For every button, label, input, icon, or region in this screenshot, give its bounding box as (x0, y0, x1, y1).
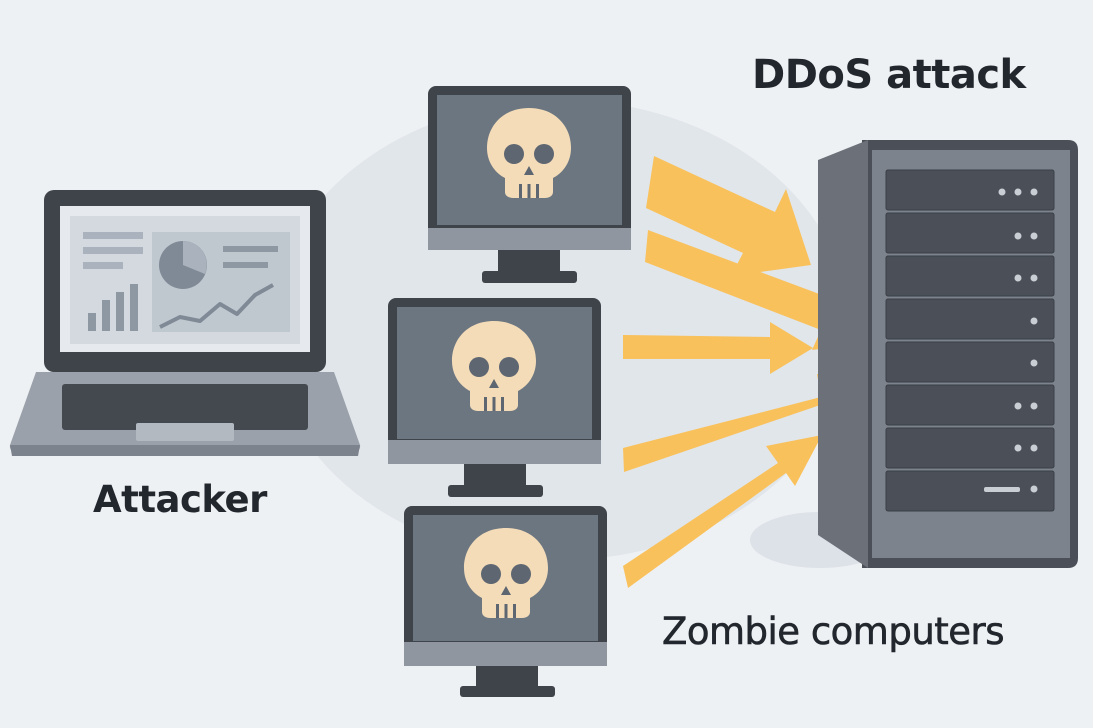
monitor-chin (388, 440, 601, 464)
arrow-icon (623, 322, 813, 374)
monitor-icon (388, 298, 601, 497)
arrow-icon (646, 156, 811, 276)
laptop-icon (9, 190, 361, 456)
touchpad (136, 423, 234, 441)
monitor-stand (448, 485, 543, 497)
server-bay (885, 341, 1055, 383)
bar-chart-icon (130, 284, 138, 331)
text-line (223, 262, 268, 268)
monitor-stand (460, 686, 555, 697)
zombie-computers-label: Zombie computers (662, 610, 1005, 654)
attacker-label: Attacker (93, 478, 267, 521)
server-bay (885, 255, 1055, 297)
server-icon (818, 140, 1078, 568)
monitor-icon (404, 506, 607, 697)
server-bay (885, 470, 1055, 512)
monitor-stand (482, 271, 577, 283)
bar-chart-icon (88, 313, 96, 331)
server-bay (885, 384, 1055, 426)
server-led (1030, 485, 1038, 493)
line-chart-icon (159, 283, 274, 329)
monitor-neck (464, 464, 526, 486)
server-bay (885, 298, 1055, 340)
monitor-neck (476, 666, 538, 688)
laptop-base-edge (10, 445, 360, 456)
monitor-chin (428, 228, 631, 250)
keyboard (62, 384, 308, 430)
arrow-icon (623, 435, 822, 588)
bar-chart-icon (102, 300, 110, 331)
server-bay (885, 169, 1055, 211)
monitor-neck (498, 250, 560, 272)
pie-slice (183, 241, 207, 274)
bar-chart-icon (116, 292, 124, 331)
diagram-title: DDoS attack (752, 52, 1026, 98)
server-side (818, 140, 868, 568)
text-line (83, 262, 123, 269)
server-leds (998, 188, 1038, 452)
text-line (83, 232, 143, 239)
text-line (223, 246, 278, 252)
server-bays (885, 169, 1055, 512)
server-slot (984, 487, 1020, 492)
attack-arrows (623, 156, 893, 588)
monitor-chin (404, 642, 607, 666)
server-bay (885, 427, 1055, 469)
server-bay (885, 212, 1055, 254)
text-line (83, 247, 143, 254)
monitor-icon (428, 86, 631, 283)
